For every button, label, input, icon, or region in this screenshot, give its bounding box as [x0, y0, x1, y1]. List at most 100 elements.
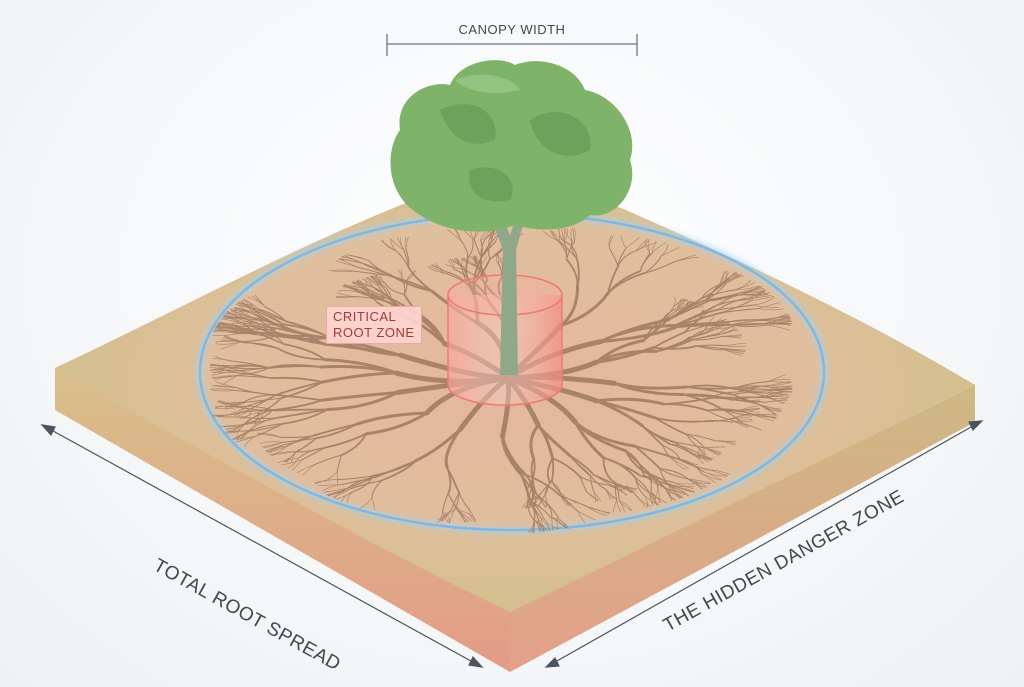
root-branch [616, 500, 622, 513]
root-branch [427, 266, 445, 274]
root-branch [215, 341, 242, 345]
root-branch [356, 280, 374, 288]
root-branch [450, 259, 455, 270]
root-branch [241, 327, 280, 331]
root-branch [707, 293, 743, 302]
root-branch [221, 321, 247, 325]
root-branch [707, 391, 738, 400]
root-branch [222, 401, 248, 405]
root-branch [367, 276, 379, 287]
root-branch [282, 343, 326, 361]
root-branch [563, 228, 568, 242]
root-branch [221, 339, 246, 344]
root-branch [346, 490, 355, 504]
root-branch [718, 325, 735, 334]
root-branch [381, 284, 392, 300]
root-branch [673, 460, 689, 469]
root-branch [450, 492, 460, 511]
root-branch [765, 317, 790, 324]
root-branch [267, 444, 285, 453]
root-branch [249, 423, 284, 431]
root-branch [445, 264, 464, 270]
root-branch [243, 394, 278, 403]
root-branch [761, 405, 782, 413]
root-branch [474, 265, 484, 281]
root-branch [653, 416, 688, 436]
root-branch [564, 240, 578, 260]
root-branch [570, 240, 578, 260]
root-branch [672, 482, 694, 489]
root-branch [527, 501, 535, 521]
root-branch [735, 384, 770, 389]
root-branch [358, 291, 384, 301]
root-branch [753, 297, 774, 306]
root-branch [693, 453, 709, 463]
root-branch [695, 451, 714, 459]
root-branch [246, 409, 274, 424]
root-branch [544, 496, 547, 508]
root-branch [634, 445, 661, 470]
root-branch [457, 510, 472, 521]
root-branch [246, 411, 260, 423]
slab-left-face [55, 368, 510, 672]
root-branch [341, 490, 355, 502]
root-branch [459, 239, 469, 259]
root-branch [688, 327, 714, 338]
root-branch [613, 486, 628, 496]
root-branch [467, 239, 474, 259]
root-branch [642, 320, 663, 342]
root-branch [324, 432, 368, 449]
root-branch [586, 491, 599, 502]
root-branch [377, 275, 382, 287]
root-branch [551, 517, 554, 531]
root-branch [340, 432, 368, 457]
root-branch [380, 459, 417, 482]
root-branch [232, 430, 251, 440]
root-branch [617, 484, 638, 490]
root-branch [285, 451, 297, 463]
root-branch [768, 380, 791, 386]
root-branch [738, 399, 761, 401]
root-branch [606, 484, 626, 491]
root-branch [652, 345, 698, 350]
root-branch [432, 264, 445, 274]
root-branch [252, 317, 277, 333]
root-branch [343, 285, 362, 291]
root-branch [329, 269, 355, 272]
root-branch [302, 464, 315, 476]
root-branch [730, 418, 753, 423]
root-branch [336, 454, 342, 473]
total-root-spread-arrow [40, 424, 484, 668]
root-branch [497, 253, 503, 264]
root-branch [260, 441, 284, 444]
root-branch [697, 311, 711, 320]
root-branch [639, 475, 674, 483]
root-branch [212, 331, 239, 334]
root-branch [320, 371, 398, 384]
root-branch [707, 283, 723, 302]
critical-root-zone-line2: ROOT ZONE [333, 325, 415, 340]
root-branch [390, 238, 396, 251]
root-branch [759, 404, 776, 414]
root-branch [738, 405, 759, 411]
root-branch [730, 413, 750, 420]
root-branch [692, 335, 723, 341]
root-branch [459, 510, 469, 523]
root-branch [335, 260, 358, 268]
root-branch [636, 496, 652, 507]
root-branch [765, 324, 790, 331]
root-branch [599, 325, 678, 344]
root-branch [673, 441, 695, 455]
root-branch [612, 381, 685, 396]
root-branch [570, 227, 574, 241]
root-branch [315, 423, 358, 440]
root-branch [697, 309, 705, 320]
root-branch [406, 270, 417, 281]
root-branch [349, 480, 382, 490]
root-branch [239, 411, 260, 420]
root-branch [608, 247, 619, 267]
root-branch [397, 237, 404, 250]
root-branch [364, 411, 429, 436]
root-branch [721, 308, 759, 314]
root-branch [738, 400, 760, 405]
